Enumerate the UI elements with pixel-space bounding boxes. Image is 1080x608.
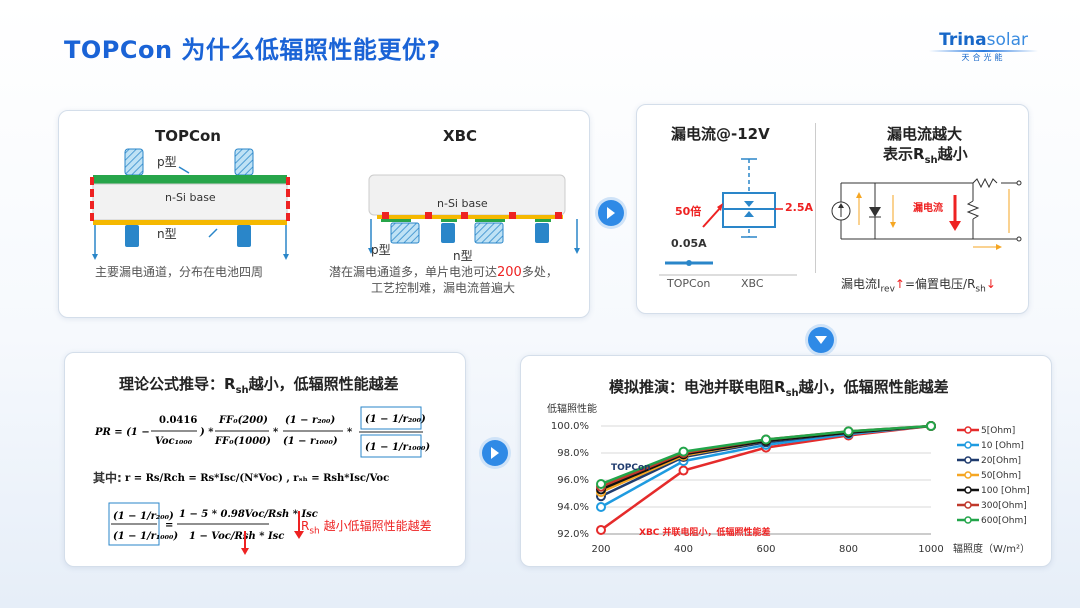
- data-point: [596, 524, 606, 535]
- svg-text:(1 − r₁₀₀₀): (1 − r₁₀₀₀): [283, 436, 338, 447]
- xbc-caption-line2: 工艺控制难，漏电流普遍大: [371, 281, 516, 295]
- leakage-panel: 漏电流@-12V 漏电流越大 表示Rsh越小 50倍 2.5A 0.05A TO…: [636, 104, 1029, 314]
- legend-marker: [964, 471, 972, 479]
- up-arrow-icon: ↑: [894, 277, 905, 291]
- xbc-label: XBC: [443, 127, 478, 145]
- y-tick-label: 96.0%: [557, 475, 589, 486]
- x-tick-label: 400: [674, 544, 693, 555]
- panel-divider: [815, 123, 816, 273]
- svg-text:(1 − 1/r₁₀₀₀): (1 − 1/r₁₀₀₀): [365, 442, 430, 453]
- pr-formula: PR = (1 − 0.0416 Voc₁₀₀₀ ) * FF₀(200) FF…: [94, 406, 430, 555]
- svg-text:1 − Voc/Rsh * Isc: 1 − Voc/Rsh * Isc: [189, 531, 284, 542]
- x-tick-label: 1000: [918, 544, 943, 555]
- xbc-annotation: XBC 并联电阻小，低辐照性能差: [639, 528, 771, 538]
- legend-marker: [964, 426, 972, 434]
- page-title: TOPCon 为什么低辐照性能更优?: [64, 36, 441, 64]
- topcon-label: TOPCon: [155, 127, 221, 145]
- svg-text:(1 − 1/r₁₀₀₀): (1 − 1/r₁₀₀₀): [113, 531, 178, 542]
- y-tick-label: 92.0%: [557, 529, 589, 540]
- leakage-header-left: 漏电流@-12V: [671, 125, 770, 143]
- svg-text:*: *: [273, 427, 279, 438]
- svg-text:Voc₁₀₀₀: Voc₁₀₀₀: [155, 436, 193, 447]
- legend-marker: [964, 441, 972, 449]
- legend-marker: [964, 501, 972, 509]
- legend-label: 100 [Ohm]: [981, 486, 1030, 496]
- y-axis-label: 低辐照性能: [547, 404, 597, 415]
- leakage-boxplot: [659, 158, 797, 276]
- next-arrow-icon: [598, 200, 624, 226]
- boxplot-x-xbc: XBC: [741, 277, 764, 290]
- legend-label: 10 [Ohm]: [981, 441, 1024, 451]
- x-tick-label: 600: [756, 544, 775, 555]
- svg-text:(1 − r₂₀₀): (1 − r₂₀₀): [285, 415, 335, 426]
- legend-label: 300[Ohm]: [981, 501, 1027, 511]
- xbc-structure-diagram: [368, 174, 580, 254]
- topcon-leakage-value: 0.05A: [671, 237, 707, 250]
- legend-label: 50[Ohm]: [981, 471, 1021, 481]
- topcon-annotation: TOPCon: [611, 463, 651, 473]
- svg-text:*: *: [347, 427, 353, 438]
- xbc-p-label: p型: [371, 243, 391, 257]
- svg-text:FF₀(1000): FF₀(1000): [214, 436, 271, 447]
- svg-text:0.0416: 0.0416: [159, 415, 197, 426]
- y-tick-label: 98.0%: [557, 448, 589, 459]
- topcon-caption: 主要漏电通道，分布在电池四周: [95, 265, 264, 279]
- y-tick-label: 94.0%: [557, 502, 589, 513]
- svg-text:PR = (1 −: PR = (1 −: [94, 427, 150, 438]
- legend-marker: [964, 516, 972, 524]
- data-point: [596, 479, 606, 490]
- trinasolar-logo: Trinasolar 天合光能: [929, 30, 1038, 63]
- svg-text:) *: ) *: [199, 427, 214, 438]
- leakage-header-right-line1: 漏电流越大: [887, 125, 963, 143]
- xbc-caption-line1: 潜在漏电通道多，单片电池可达200多处，: [329, 265, 558, 280]
- y-tick-label: 100.0%: [551, 421, 589, 432]
- data-point: [843, 426, 854, 437]
- legend-label: 5[Ohm]: [981, 426, 1015, 436]
- svg-text:(1 − 1/r₂₀₀): (1 − 1/r₂₀₀): [113, 511, 174, 522]
- data-point: [678, 446, 689, 457]
- legend-label: 600[Ohm]: [981, 516, 1027, 526]
- where-label: 其中:: [93, 471, 122, 485]
- svg-text:r = Rs/Rch = Rs*Isc/(N*Voc) ,: r = Rs/Rch = Rs*Isc/(N*Voc) , rₛₕ = Rsh*…: [125, 473, 389, 484]
- formula-header: 理论公式推导：Rsh越小，低辐照性能越差: [119, 375, 399, 396]
- structure-panel: TOPCon XBC p型 n-Si base n型 主要漏电通道，分布在电池四…: [58, 110, 590, 318]
- x-tick-label: 200: [591, 544, 610, 555]
- x-tick-label: 800: [839, 544, 858, 555]
- simulation-line-chart: 92.0% 94.0% 96.0% 98.0% 100.0% 200 400 600 800 10…: [551, 421, 1030, 555]
- topcon-n-label: n型: [157, 227, 177, 241]
- svg-text:=: =: [165, 520, 173, 531]
- legend-label: 20[Ohm]: [981, 456, 1021, 466]
- ratio-label: 50倍: [675, 205, 702, 218]
- data-point: [761, 434, 771, 445]
- data-point: [678, 465, 689, 476]
- topcon-structure-diagram: [90, 148, 290, 260]
- data-point: [926, 421, 936, 431]
- boxplot-x-topcon: TOPCon: [667, 277, 711, 290]
- legend-marker: [964, 456, 972, 464]
- xbc-leakage-value: 2.5A: [785, 201, 813, 214]
- circuit-leak-label: 漏电流: [913, 203, 943, 214]
- svg-text:FF₀(200): FF₀(200): [218, 415, 268, 426]
- down-arrow-icon: ↓: [985, 277, 996, 291]
- leakage-formula: 漏电流Irev↑=偏置电压/Rsh↓: [841, 277, 996, 295]
- next-arrow-icon-2: [482, 440, 508, 466]
- simulation-panel: 模拟推演：电池并联电阻Rsh越小，低辐照性能越差 低辐照性能 辐照度（W/m²）…: [520, 355, 1052, 567]
- topcon-p-label: p型: [157, 155, 177, 169]
- formula-note: Rsh 越小低辐照性能越差: [301, 519, 432, 537]
- svg-text:(1 − 1/r₂₀₀): (1 − 1/r₂₀₀): [365, 414, 426, 425]
- data-point: [596, 502, 606, 512]
- leakage-header-right-line2: 表示Rsh越小: [883, 145, 968, 166]
- xbc-base-label: n-Si base: [437, 197, 488, 210]
- formula-panel: 理论公式推导：Rsh越小，低辐照性能越差 PR = (1 − 0.0416 Vo…: [64, 352, 466, 567]
- x-axis-label: 辐照度（W/m²）: [953, 544, 1031, 555]
- equivalent-circuit-diagram: [831, 177, 1022, 250]
- legend-marker: [964, 486, 972, 494]
- svg-text:1 − 5 * 0.98Voc/Rsh * Isc: 1 − 5 * 0.98Voc/Rsh * Isc: [179, 509, 318, 520]
- xbc-n-label: n型: [453, 249, 473, 263]
- topcon-base-label: n-Si base: [165, 191, 216, 204]
- down-arrow-icon: [808, 327, 834, 353]
- simulation-header: 模拟推演：电池并联电阻Rsh越小，低辐照性能越差: [609, 378, 949, 399]
